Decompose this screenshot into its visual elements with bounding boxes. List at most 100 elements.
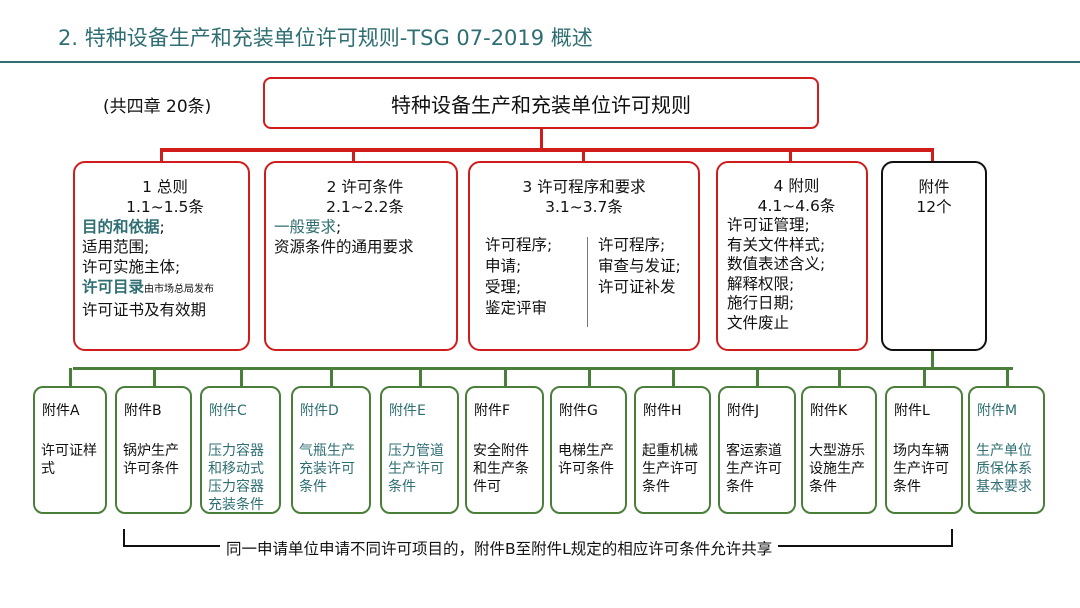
chapter-2-line-2: 资源条件的通用要求 [274, 238, 414, 256]
chapter-1-line-4-note: 由市场总局发布 [144, 284, 215, 295]
appendix-stub-11 [923, 368, 926, 387]
chapter-3-left-line-4: 鉴定评审 [485, 299, 548, 317]
appendix-stub-4 [330, 368, 333, 387]
chapter-2-range: 2.1~2.2条 [326, 198, 404, 216]
chapter-3-right-line-3: 许可证补发 [598, 278, 676, 296]
appendix-description: 客运索道生产许可条件 [726, 443, 782, 495]
chapter-3-left-line-1: 许可程序; [485, 236, 553, 254]
chapter3-connector [582, 148, 585, 162]
appendix-description: 压力管道生产许可条件 [388, 443, 444, 495]
chapter-count-note: (共四章 20条) [103, 97, 212, 117]
chapter-4-range: 4.1~4.6条 [757, 196, 836, 215]
appendix-box-8: 附件H 起重机械生产许可条件 [634, 386, 711, 514]
sharing-note: 同一申请单位申请不同许可项目的，附件B至附件L规定的相应许可条件允许共享 [220, 537, 779, 559]
chapter-1-line-4-highlight: 许可目录 [82, 278, 145, 296]
appendix-name: 附件E [389, 403, 426, 419]
appendix-name: 附件H [643, 403, 682, 419]
appendix-box-10: 附件K 大型游乐设施生产条件 [801, 386, 877, 514]
appendix-stub-10 [838, 368, 841, 387]
chapter-4-line-1: 许可证管理; [727, 216, 810, 234]
chapter1-connector [160, 148, 163, 162]
chapter-4-line-6: 文件废止 [727, 313, 790, 332]
chapter-3-box: 3 许可程序和要求 3.1~3.7条 许可程序; 申请; 受理; 鉴定评审 许可… [468, 161, 700, 351]
appendix-name: 附件M [977, 403, 1018, 419]
chapter-3-right-column: 许可程序; 审查与发证; 许可证补发 [598, 235, 681, 298]
appendix-description: 起重机械生产许可条件 [642, 443, 698, 495]
chapter-1-box: 1 总则 1.1~1.5条 目的和依据; 适用范围; 许可实施主体; 许可目录由… [73, 161, 250, 351]
appendix-bus [73, 367, 1013, 370]
chapter-1-line-1: 目的和依据; [82, 217, 248, 237]
chapter-4-title: 4 附则 [773, 177, 820, 195]
root-node: 特种设备生产和充装单位许可规则 [263, 77, 819, 129]
appendix-box-7: 附件G 电梯生产许可条件 [550, 386, 627, 514]
appendix-description: 锅炉生产许可条件 [123, 443, 179, 477]
chapter-2-box: 2 许可条件 2.1~2.2条 一般要求; 资源条件的通用要求 [264, 161, 458, 351]
chapter-3-left-line-2: 申请; [485, 257, 522, 275]
appendix-name: 附件K [810, 403, 848, 419]
chapter-2-line-1-end: ; [336, 218, 342, 236]
appendix-description: 压力容器和移动式压力容器充装条件 [208, 443, 264, 513]
chapter-4-line-5: 施行日期; [727, 294, 795, 312]
chapter-3-right-line-2: 审查与发证; [598, 257, 681, 275]
page-title: 2. 特种设备生产和充装单位许可规则-TSG 07-2019 概述 [58, 26, 593, 50]
root-connector [540, 129, 543, 150]
appendix-name: 附件C [209, 403, 247, 419]
chapter-1-line-2: 适用范围; [82, 238, 150, 256]
appendix-description: 场内车辆生产许可条件 [893, 443, 949, 495]
title-divider [0, 61, 1080, 63]
appendix-name: 附件G [559, 403, 598, 419]
appendix-stub-2 [153, 368, 156, 387]
appendix-summary-box: 附件 12个 [881, 161, 987, 351]
appendix-box-3: 附件C 压力容器和移动式压力容器充装条件 [200, 386, 281, 514]
appendix-name: 附件D [300, 403, 339, 419]
appendix-stub-3 [240, 368, 243, 387]
appendix-description: 大型游乐设施生产条件 [809, 443, 865, 495]
chapter-2-title: 2 许可条件 [326, 178, 404, 196]
appendix-description: 许可证样式 [41, 443, 97, 477]
appendix-stub-1 [69, 368, 72, 387]
chapter-1-line-1-end: ; [159, 218, 165, 236]
appendix-name: 附件J [727, 403, 760, 419]
chapter4-connector [789, 148, 792, 162]
appendix-stub-6 [504, 368, 507, 387]
chapter-2-line-1: 一般要求; [274, 217, 456, 237]
appendix-description: 电梯生产许可条件 [558, 443, 614, 477]
appendix-stub-8 [672, 368, 675, 387]
chapter5-connector [931, 148, 934, 162]
chapter-4-box: 4 附则 4.1~4.6条 许可证管理; 有关文件样式; 数值表述含义; 解释权… [716, 161, 868, 351]
appendix-box-11: 附件L 场内车辆生产许可条件 [885, 386, 963, 514]
appendix-summary-title: 附件 [918, 178, 950, 196]
appendix-connector-vertical [931, 351, 934, 369]
appendix-box-9: 附件J 客运索道生产许可条件 [718, 386, 796, 514]
appendix-description: 安全附件和生产条件可 [473, 443, 529, 495]
appendix-name: 附件F [474, 403, 511, 419]
chapter-3-left-line-3: 受理; [485, 278, 522, 296]
chapter-3-title: 3 许可程序和要求 [522, 178, 646, 196]
chapter-2-line-1-highlight: 一般要求 [274, 218, 337, 236]
appendix-name: 附件L [894, 403, 930, 419]
appendix-stub-5 [419, 368, 422, 387]
appendix-description: 气瓶生产充装许可条件 [299, 443, 355, 495]
chapter-3-right-line-1: 许可程序; [598, 236, 666, 254]
chapter-1-line-3: 许可实施主体; [82, 258, 181, 276]
chapter-1-range: 1.1~1.5条 [126, 198, 204, 216]
chapter-4-line-2: 有关文件样式; [727, 235, 826, 254]
root-label: 特种设备生产和充装单位许可规则 [391, 92, 691, 117]
appendix-stub-7 [588, 368, 591, 387]
appendix-box-6: 附件F 安全附件和生产条件可 [465, 386, 544, 514]
chapter-3-column-divider [587, 237, 588, 327]
appendix-box-5: 附件E 压力管道生产许可条件 [380, 386, 459, 514]
appendix-name: 附件A [42, 403, 80, 419]
chapter-1-title: 1 总则 [142, 178, 188, 196]
chapter-1-line-1-highlight: 目的和依据 [82, 218, 160, 236]
appendix-box-4: 附件D 气瓶生产充装许可条件 [291, 386, 371, 514]
appendix-description: 生产单位质保体系基本要求 [976, 443, 1032, 495]
chapter-bus [160, 148, 932, 152]
appendix-box-1: 附件A 许可证样式 [33, 386, 107, 514]
appendix-stub-9 [756, 368, 759, 387]
appendix-stub-12 [1006, 368, 1009, 387]
chapter-4-line-3: 数值表述含义; [727, 255, 826, 273]
chapter-3-left-column: 许可程序; 申请; 受理; 鉴定评审 [485, 235, 552, 319]
chapter-1-line-5: 许可证书及有效期 [82, 301, 207, 319]
